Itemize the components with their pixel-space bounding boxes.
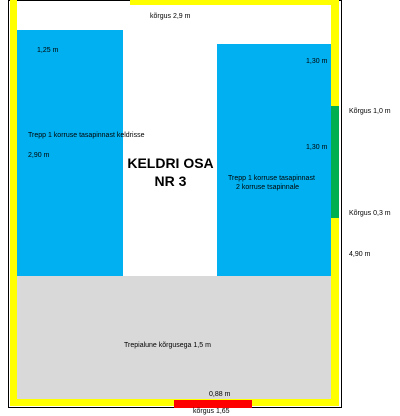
under-stairs-area [17, 276, 331, 399]
red-door [174, 400, 252, 408]
plan-title: KELDRI OSA NR 3 [123, 154, 218, 190]
bottom-dim: 0,88 m [209, 391, 231, 398]
left-stair-label: Trepp 1 korruse tasapinnast keldrisse [28, 132, 145, 139]
right-stair-area [217, 44, 331, 276]
right-stair-label-2: 2 korruse tsapinnale [236, 184, 300, 191]
width-label: 4,90 m [349, 251, 371, 258]
top-height-label: kõrgus 2,9 m [150, 13, 191, 20]
height-1-label: Kõrgus 1,0 m [349, 108, 391, 115]
wall-left [10, 0, 17, 406]
under-stairs-label: Trepialune kõrgusega 1,5 m [124, 342, 211, 349]
bottom-height-label: kõrgus 1,65 [193, 408, 230, 415]
green-opening [331, 106, 339, 218]
right-stair-label-1: Trepp 1 korruse tasapinnast [228, 175, 315, 182]
left-top-dim: 1,25 m [37, 47, 59, 54]
left-stair-area [17, 30, 123, 276]
left-stair-dim: 2,90 m [28, 152, 50, 159]
plan-title-line-1: KELDRI OSA [127, 155, 214, 171]
wall-top [130, 0, 339, 5]
right-top-dim: 1,30 m [306, 58, 328, 65]
plan-title-line-2: NR 3 [154, 173, 187, 189]
right-mid-dim: 1,30 m [306, 144, 328, 151]
height-2-label: Kõrgus 0,3 m [349, 210, 391, 217]
